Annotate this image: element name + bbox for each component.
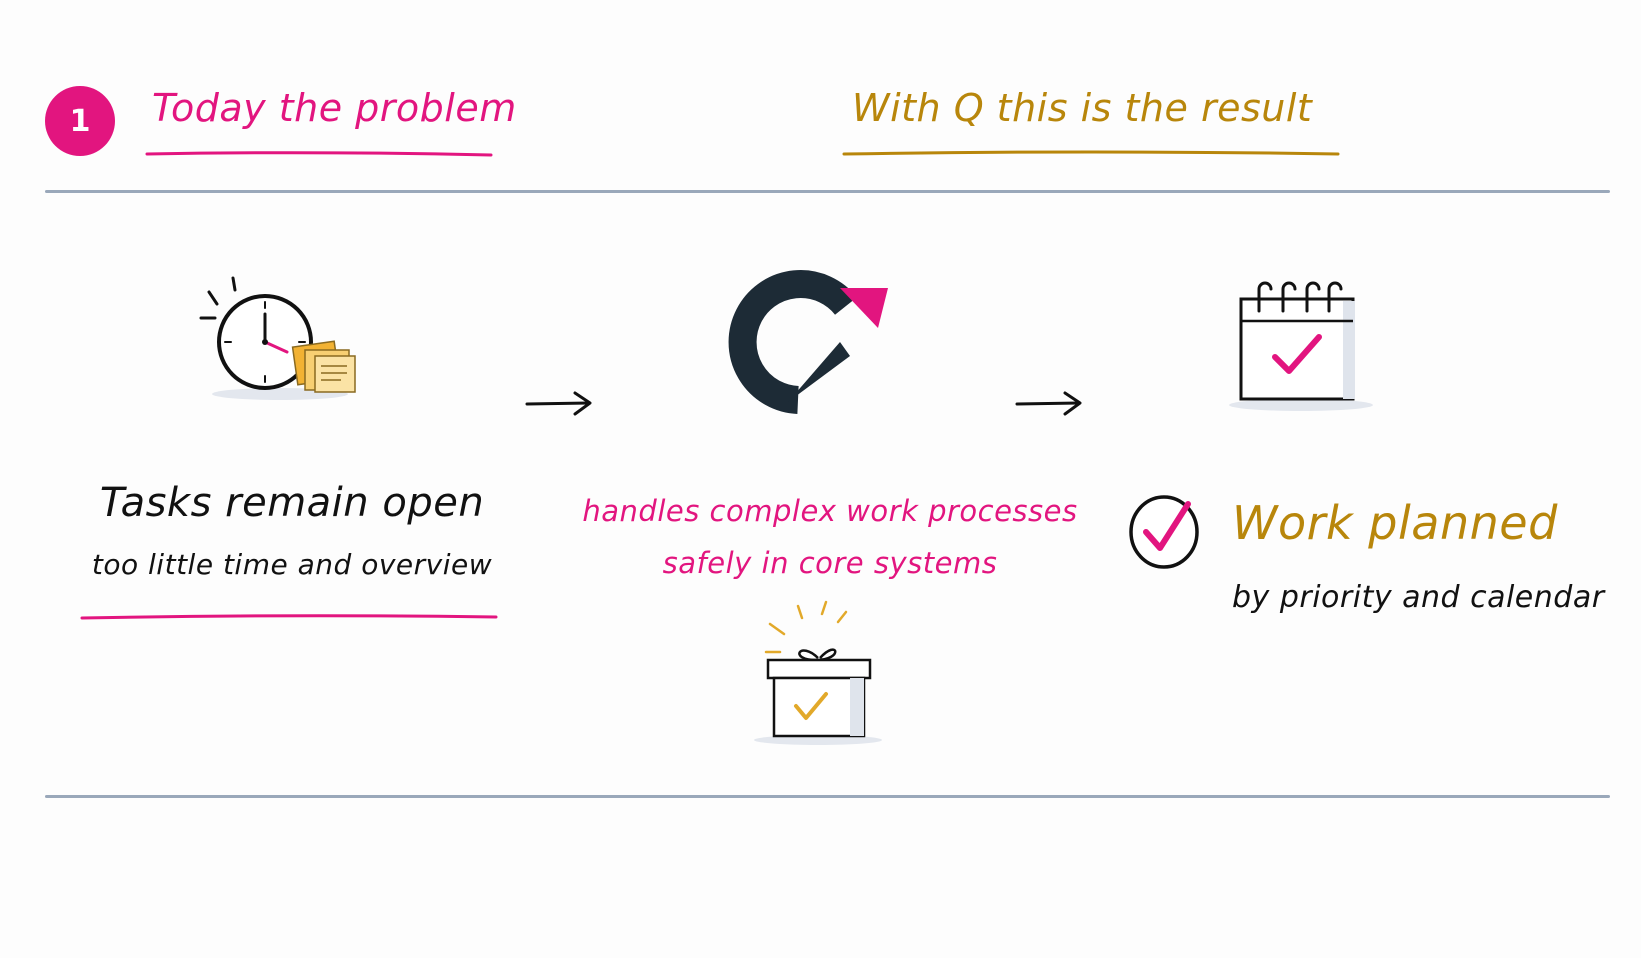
problem-heading-underline xyxy=(145,151,493,157)
check-circle-icon xyxy=(1129,495,1199,569)
calendar-check-icon xyxy=(1229,281,1373,411)
problem-heading: Today the problem xyxy=(152,86,517,130)
arrow-right-icon xyxy=(1015,391,1082,416)
problem-underline xyxy=(80,614,498,620)
sticky-notes-icon xyxy=(291,340,356,393)
step-number-badge: 1 xyxy=(45,86,115,156)
clock-icon xyxy=(199,276,356,400)
bottom-divider xyxy=(45,795,1610,798)
step-number: 1 xyxy=(69,103,91,139)
result-heading-underline xyxy=(842,150,1340,156)
problem-title: Tasks remain open xyxy=(99,480,485,526)
q-logo-icon xyxy=(728,270,888,414)
problem-subtitle: too little time and overview xyxy=(91,548,493,581)
solution-line-2: safely in core systems xyxy=(662,546,998,580)
result-subtitle: by priority and calendar xyxy=(1232,580,1605,615)
solution-description: handles complex work processes safely in… xyxy=(580,485,1080,589)
result-heading: With Q this is the result xyxy=(852,86,1313,130)
solution-line-1: handles complex work processes xyxy=(582,494,1078,528)
result-title: Work planned xyxy=(1232,496,1558,550)
top-divider xyxy=(45,190,1610,193)
gift-box-icon xyxy=(754,600,882,745)
arrow-right-icon xyxy=(525,391,592,416)
